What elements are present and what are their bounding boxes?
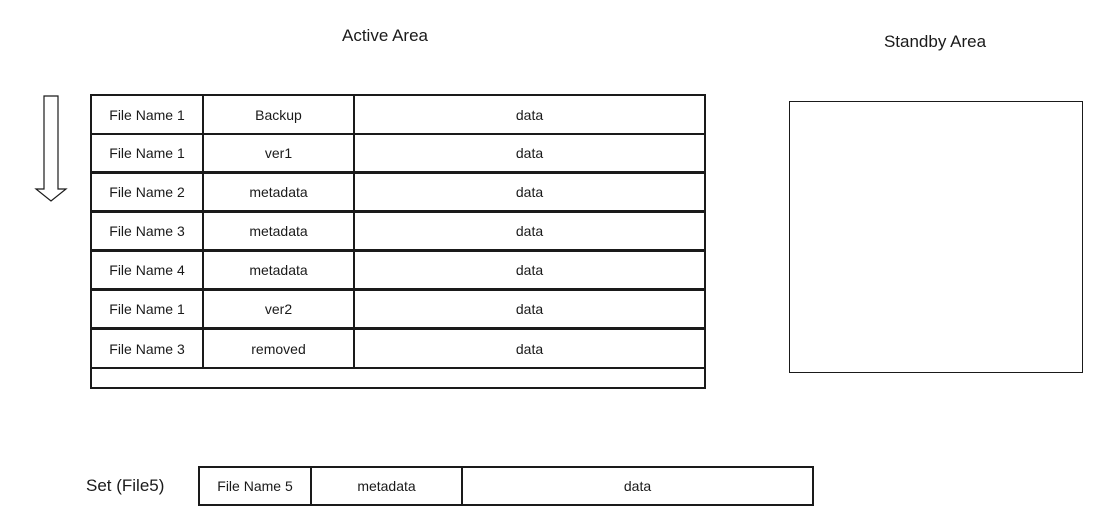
file-name-cell: File Name 1 <box>92 291 204 327</box>
file-data-cell: data <box>515 106 544 123</box>
file-name-cell: File Name 4 <box>92 252 204 288</box>
standby-area-box <box>789 101 1083 373</box>
table-row: File Name 1 ver1 data <box>92 135 704 174</box>
file-data-cell: data <box>515 340 544 357</box>
file-type-cell: removed <box>204 330 355 367</box>
file-type-cell: metadata <box>204 252 355 288</box>
table-row: File Name 4 metadata data <box>92 252 704 291</box>
file-type-cell: Backup <box>204 96 355 133</box>
active-area-title: Active Area <box>342 26 428 45</box>
table-row: File Name 2 metadata data <box>92 174 704 213</box>
table-row: File Name 1 Backup data <box>92 96 704 135</box>
file-data-cell: data <box>515 145 544 161</box>
set-row: File Name 5 metadata data <box>198 466 814 506</box>
standby-area-title: Standby Area <box>883 32 987 51</box>
file-type-cell: metadata <box>204 174 355 210</box>
file-name-cell: File Name 5 <box>200 468 312 504</box>
file-name-cell: File Name 1 <box>92 135 204 171</box>
file-data-cell: data <box>623 478 652 494</box>
file-data-cell: data <box>515 223 544 239</box>
table-row: File Name 1 ver2 data <box>92 291 704 330</box>
file-data-cell: data <box>515 301 544 317</box>
file-name-cell: File Name 3 <box>92 330 204 367</box>
file-type-cell: ver2 <box>204 291 355 327</box>
file-name-cell: File Name 3 <box>92 213 204 249</box>
file-name-cell: File Name 2 <box>92 174 204 210</box>
file-data-cell: data <box>515 184 544 200</box>
file-type-cell: metadata <box>312 468 463 504</box>
set-label: Set (File5) <box>86 476 165 495</box>
file-name-cell: File Name 1 <box>92 96 204 133</box>
empty-table-row <box>92 369 704 387</box>
table-row: File Name 3 metadata data <box>92 213 704 252</box>
table-row: File Name 3 removed data <box>92 330 704 369</box>
down-arrow-icon <box>34 95 68 202</box>
file-type-cell: metadata <box>204 213 355 249</box>
active-area-table: File Name 1 Backup data File Name 1 ver1… <box>90 94 706 389</box>
file-data-cell: data <box>515 262 544 278</box>
file-type-cell: ver1 <box>204 135 355 171</box>
